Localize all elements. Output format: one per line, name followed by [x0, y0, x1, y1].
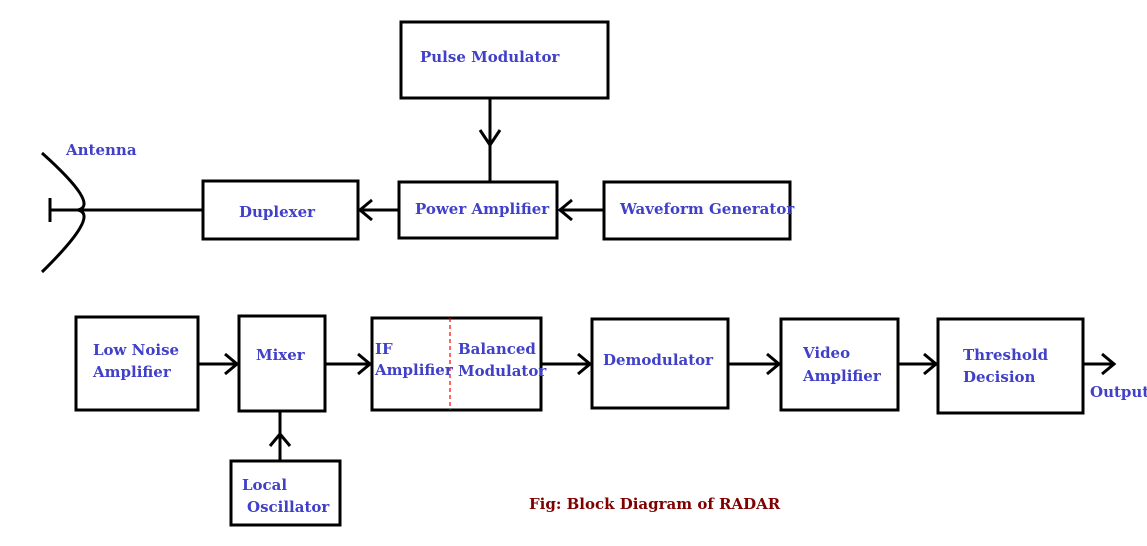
antenna — [40, 151, 203, 274]
arrow-mixer-to-if — [325, 352, 373, 376]
arrow-lna-to-mixer — [198, 352, 240, 376]
antenna-dish — [40, 151, 86, 274]
local-oscillator-label-line1: Local — [242, 476, 287, 494]
lna-label-line1: Low Noise — [93, 341, 179, 359]
figure-caption: Fig: Block Diagram of RADAR — [529, 495, 781, 513]
arrow-video-to-threshold — [898, 352, 939, 376]
lna-block — [74, 315, 200, 412]
arrow-if-to-demodulator — [541, 352, 593, 376]
arrow-demodulator-to-video — [728, 352, 782, 376]
local-oscillator-block — [229, 459, 342, 527]
if-amplifier-label-line1: IF — [375, 340, 393, 358]
balanced-modulator-label-line2: Modulator — [458, 362, 547, 380]
demodulator-label: Demodulator — [603, 351, 714, 369]
video-amplifier-label-line1: Video — [802, 344, 850, 362]
waveform-generator-label: Waveform Generator — [619, 200, 795, 218]
if-amplifier-label-line2: Amplifier — [374, 361, 454, 379]
threshold-label-line2: Decision — [963, 368, 1036, 386]
antenna-label: Antenna — [65, 141, 137, 159]
duplexer-label: Duplexer — [239, 203, 316, 221]
balanced-modulator-label-line1: Balanced — [458, 340, 536, 358]
lna-label-line2: Amplifier — [92, 363, 172, 381]
threshold-label-line1: Threshold — [963, 346, 1049, 364]
power-amplifier-block — [397, 180, 559, 240]
power-amplifier-label: Power Amplifier — [415, 200, 550, 218]
video-amplifier-label-line2: Amplifier — [802, 367, 882, 385]
pulse-modulator-block — [399, 20, 610, 100]
threshold-decision-block — [936, 317, 1085, 415]
demodulator-block — [590, 317, 730, 410]
arrow-power-to-duplexer — [357, 198, 399, 222]
mixer-label: Mixer — [256, 346, 306, 364]
arrow-waveform-to-power — [557, 198, 604, 222]
arrow-pulse-to-power — [478, 98, 502, 182]
arrow-oscillator-to-mixer — [268, 412, 292, 461]
local-oscillator-label-line2: Oscillator — [247, 498, 330, 516]
duplexer-block — [201, 179, 360, 241]
pulse-modulator-label: Pulse Modulator — [420, 48, 560, 66]
arrow-output — [1083, 352, 1117, 376]
video-amplifier-block — [779, 317, 900, 412]
output-label: Output — [1090, 383, 1147, 401]
